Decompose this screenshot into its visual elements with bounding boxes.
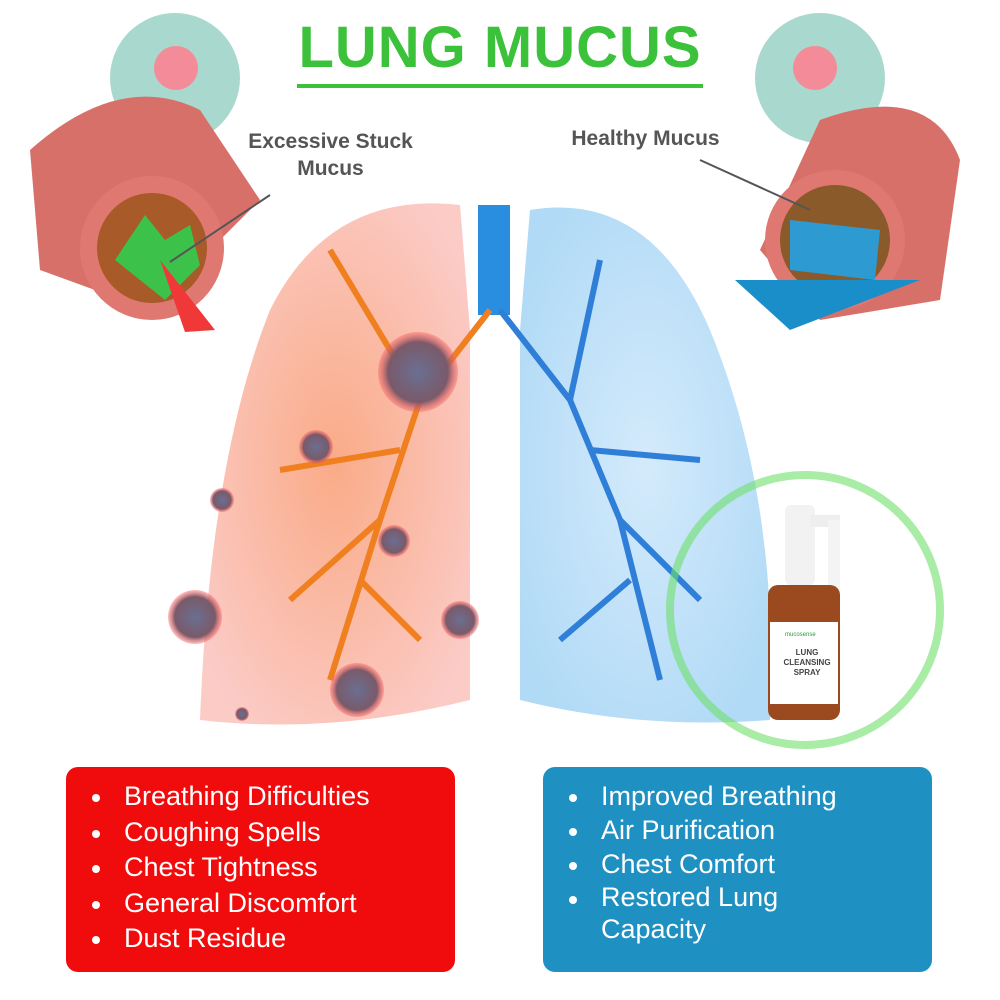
title-underline: [297, 84, 703, 88]
trachea: [478, 205, 510, 315]
symptom-item: General Discomfort: [88, 886, 455, 922]
bronchus-unhealthy: [30, 13, 271, 332]
benefit-item: Air Purification: [565, 813, 932, 847]
product-brand: mucosense: [785, 632, 816, 638]
benefit-item: Improved Breathing: [565, 779, 932, 813]
product-name: LUNG CLEANSING SPRAY: [783, 648, 831, 677]
unhealthy-lung: [200, 203, 470, 725]
label-excessive-stuck-mucus: Excessive Stuck Mucus: [248, 130, 413, 180]
benefit-item: Chest Comfort: [565, 847, 932, 881]
symptom-item: Coughing Spells: [88, 815, 455, 851]
healthy-lung: [520, 207, 772, 723]
symptom-item: Dust Residue: [88, 921, 455, 957]
bronchus-healthy: [699, 13, 960, 330]
spray-bottle: [666, 471, 944, 749]
virus-particles: [168, 332, 479, 721]
page-title: LUNG MUCUS: [298, 15, 702, 80]
benefits-box: Improved Breathing Air Purification Ches…: [543, 767, 932, 972]
benefit-item: Restored Lung Capacity: [565, 881, 821, 945]
symptoms-box: Breathing Difficulties Coughing Spells C…: [66, 767, 455, 972]
symptom-item: Breathing Difficulties: [88, 779, 455, 815]
healthy-bronchi: [497, 259, 703, 681]
symptom-item: Chest Tightness: [88, 850, 455, 886]
label-healthy-mucus: Healthy Mucus: [571, 127, 720, 150]
